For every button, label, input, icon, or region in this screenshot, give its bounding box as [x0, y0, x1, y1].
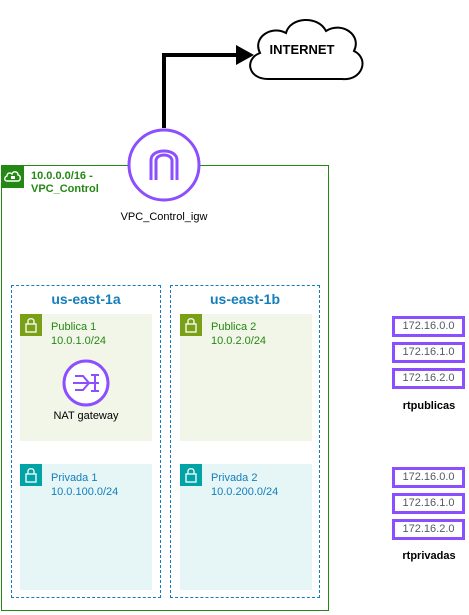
vpc-cloud-icon: [1, 165, 24, 188]
subnet-name: Publica 1: [51, 321, 97, 333]
route-entry: 172.16.2.0: [392, 519, 465, 540]
route-entry: 172.16.0.0: [392, 467, 465, 488]
route-table-private-label: rtprivadas: [402, 550, 456, 562]
lock-icon: [20, 314, 42, 336]
vpc-label: 10.0.0.0/16 - VPC_Control: [31, 170, 99, 196]
internet-label: INTERNET: [269, 42, 335, 57]
nat-gateway-label: NAT gateway: [53, 410, 119, 422]
nat-gateway-icon: [62, 359, 110, 407]
public-subnet-2-text: Publica 2 10.0.2.0/24: [211, 320, 266, 348]
private-subnet-2: [180, 464, 312, 590]
public-subnet-1-text: Publica 1 10.0.1.0/24: [51, 320, 106, 348]
route-entry: 172.16.1.0: [392, 342, 465, 363]
subnet-name: Privada 1: [51, 472, 98, 484]
availability-zone-1a: us-east-1a: [11, 285, 161, 598]
subnet-name: Privada 2: [211, 472, 258, 484]
internet-gateway-icon: [127, 128, 201, 202]
vpc-name: VPC_Control: [31, 183, 99, 195]
route-entry: 172.16.1.0: [392, 493, 465, 514]
public-subnet-2: [180, 314, 312, 441]
subnet-cidr: 10.0.2.0/24: [211, 335, 267, 347]
private-subnet-1: [20, 464, 152, 590]
subnet-cidr: 10.0.100.0/24: [51, 486, 119, 498]
lock-icon: [20, 464, 42, 486]
internet-cloud-icon: [249, 19, 364, 81]
subnet-name: Publica 2: [211, 321, 257, 333]
az-label-1a: us-east-1a: [51, 291, 121, 307]
lock-icon: [180, 314, 202, 336]
igw-label: VPC_Control_igw: [120, 211, 208, 223]
subnet-cidr: 10.0.200.0/24: [211, 486, 279, 498]
lock-icon: [180, 464, 202, 486]
route-entry: 172.16.0.0: [392, 316, 465, 337]
az-label-1b: us-east-1b: [209, 291, 281, 307]
private-subnet-2-text: Privada 2 10.0.200.0/24: [211, 471, 278, 499]
route-table-public-label: rtpublicas: [402, 400, 456, 412]
vpc-cidr: 10.0.0.0/16 -: [31, 170, 93, 182]
private-subnet-1-text: Privada 1 10.0.100.0/24: [51, 471, 118, 499]
route-entry: 172.16.2.0: [392, 368, 465, 389]
subnet-cidr: 10.0.1.0/24: [51, 335, 107, 347]
availability-zone-1b: us-east-1b: [170, 285, 320, 598]
